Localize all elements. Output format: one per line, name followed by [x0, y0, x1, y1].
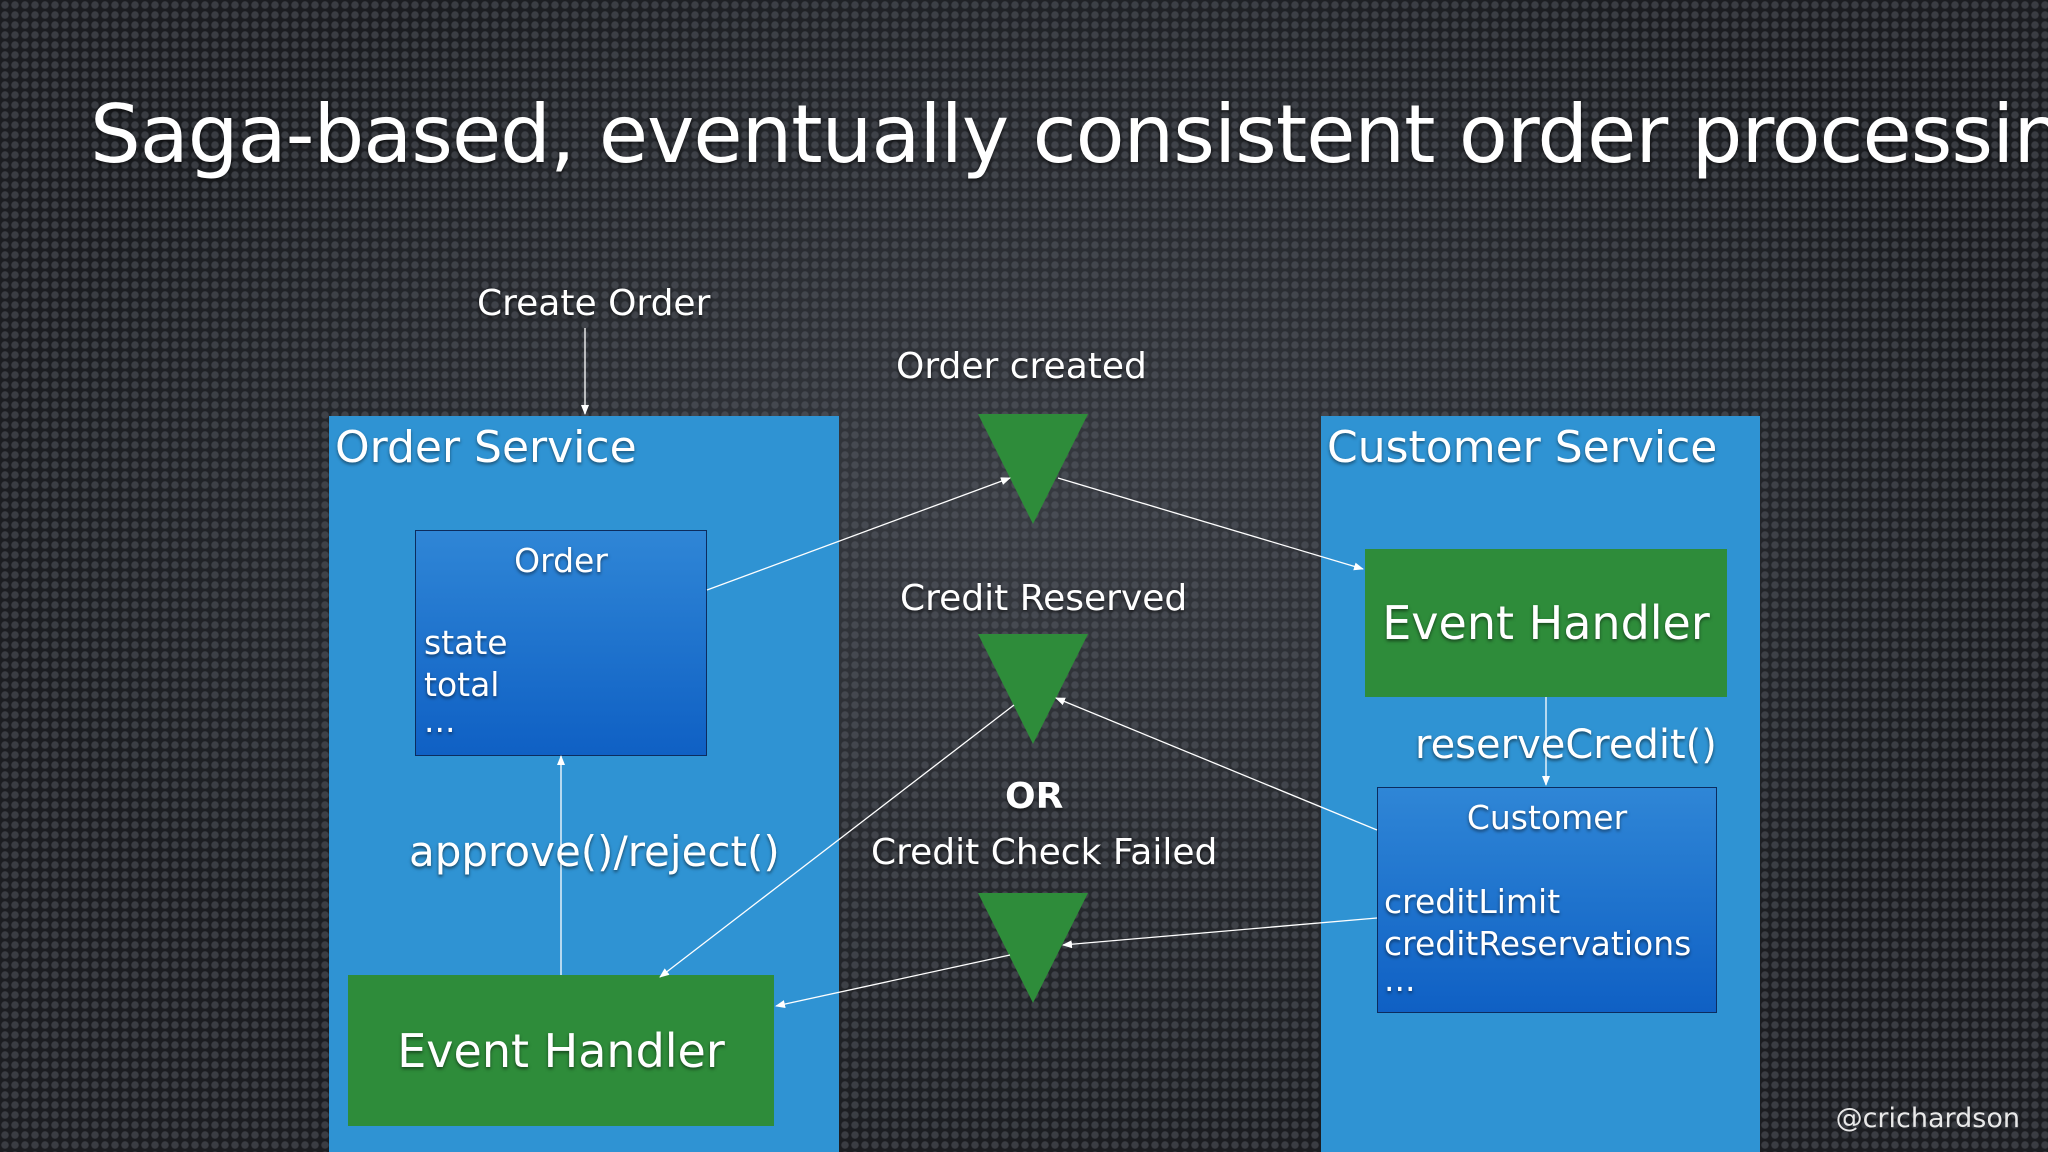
customer-field-credit-limit: creditLimit [1384, 882, 1561, 921]
order-entity-box: Order state total ... [415, 530, 707, 756]
customer-service-title: Customer Service [1327, 422, 1718, 473]
arrow-customer-to-credit-check-failed [1062, 917, 1378, 949]
order-entity-name: Order [514, 541, 608, 580]
order-created-label: Order created [896, 346, 1147, 387]
order-service-title: Order Service [335, 422, 637, 473]
customer-service-box: Customer Service [1321, 416, 1760, 1152]
customer-event-handler: Event Handler [1365, 549, 1727, 697]
order-field-more: ... [424, 701, 456, 740]
reserve-credit-label: reserveCredit() [1415, 722, 1717, 768]
arrow-order-to-order-created [706, 477, 1011, 591]
order-event-handler: Event Handler [348, 975, 774, 1126]
arrow-order-created-to-customer-handler [1057, 477, 1364, 571]
arrow-customer-to-credit-reserved [1055, 697, 1378, 831]
customer-field-credit-reservations: creditReservations [1384, 924, 1692, 963]
author-credit: @crichardson [1835, 1103, 2020, 1134]
order-field-state: state [424, 623, 508, 662]
create-order-label: Create Order [477, 283, 711, 324]
credit-reserved-event-marker [978, 634, 1088, 744]
customer-field-more: ... [1384, 960, 1416, 999]
customer-entity-name: Customer [1466, 798, 1628, 837]
slide-title: Saga-based, eventually consistent order … [90, 88, 2048, 181]
or-label: OR [1005, 776, 1064, 817]
order-created-event-marker [978, 414, 1088, 524]
customer-entity-box: Customer creditLimit creditReservations … [1377, 787, 1717, 1013]
credit-check-failed-label: Credit Check Failed [871, 832, 1218, 873]
order-field-total: total [424, 665, 500, 704]
arrow-credit-check-failed-to-order-handler [775, 954, 1011, 1008]
credit-reserved-label: Credit Reserved [900, 578, 1188, 619]
approve-reject-label: approve()/reject() [409, 827, 780, 876]
arrow-credit-reserved-to-order-handler [659, 704, 1015, 978]
